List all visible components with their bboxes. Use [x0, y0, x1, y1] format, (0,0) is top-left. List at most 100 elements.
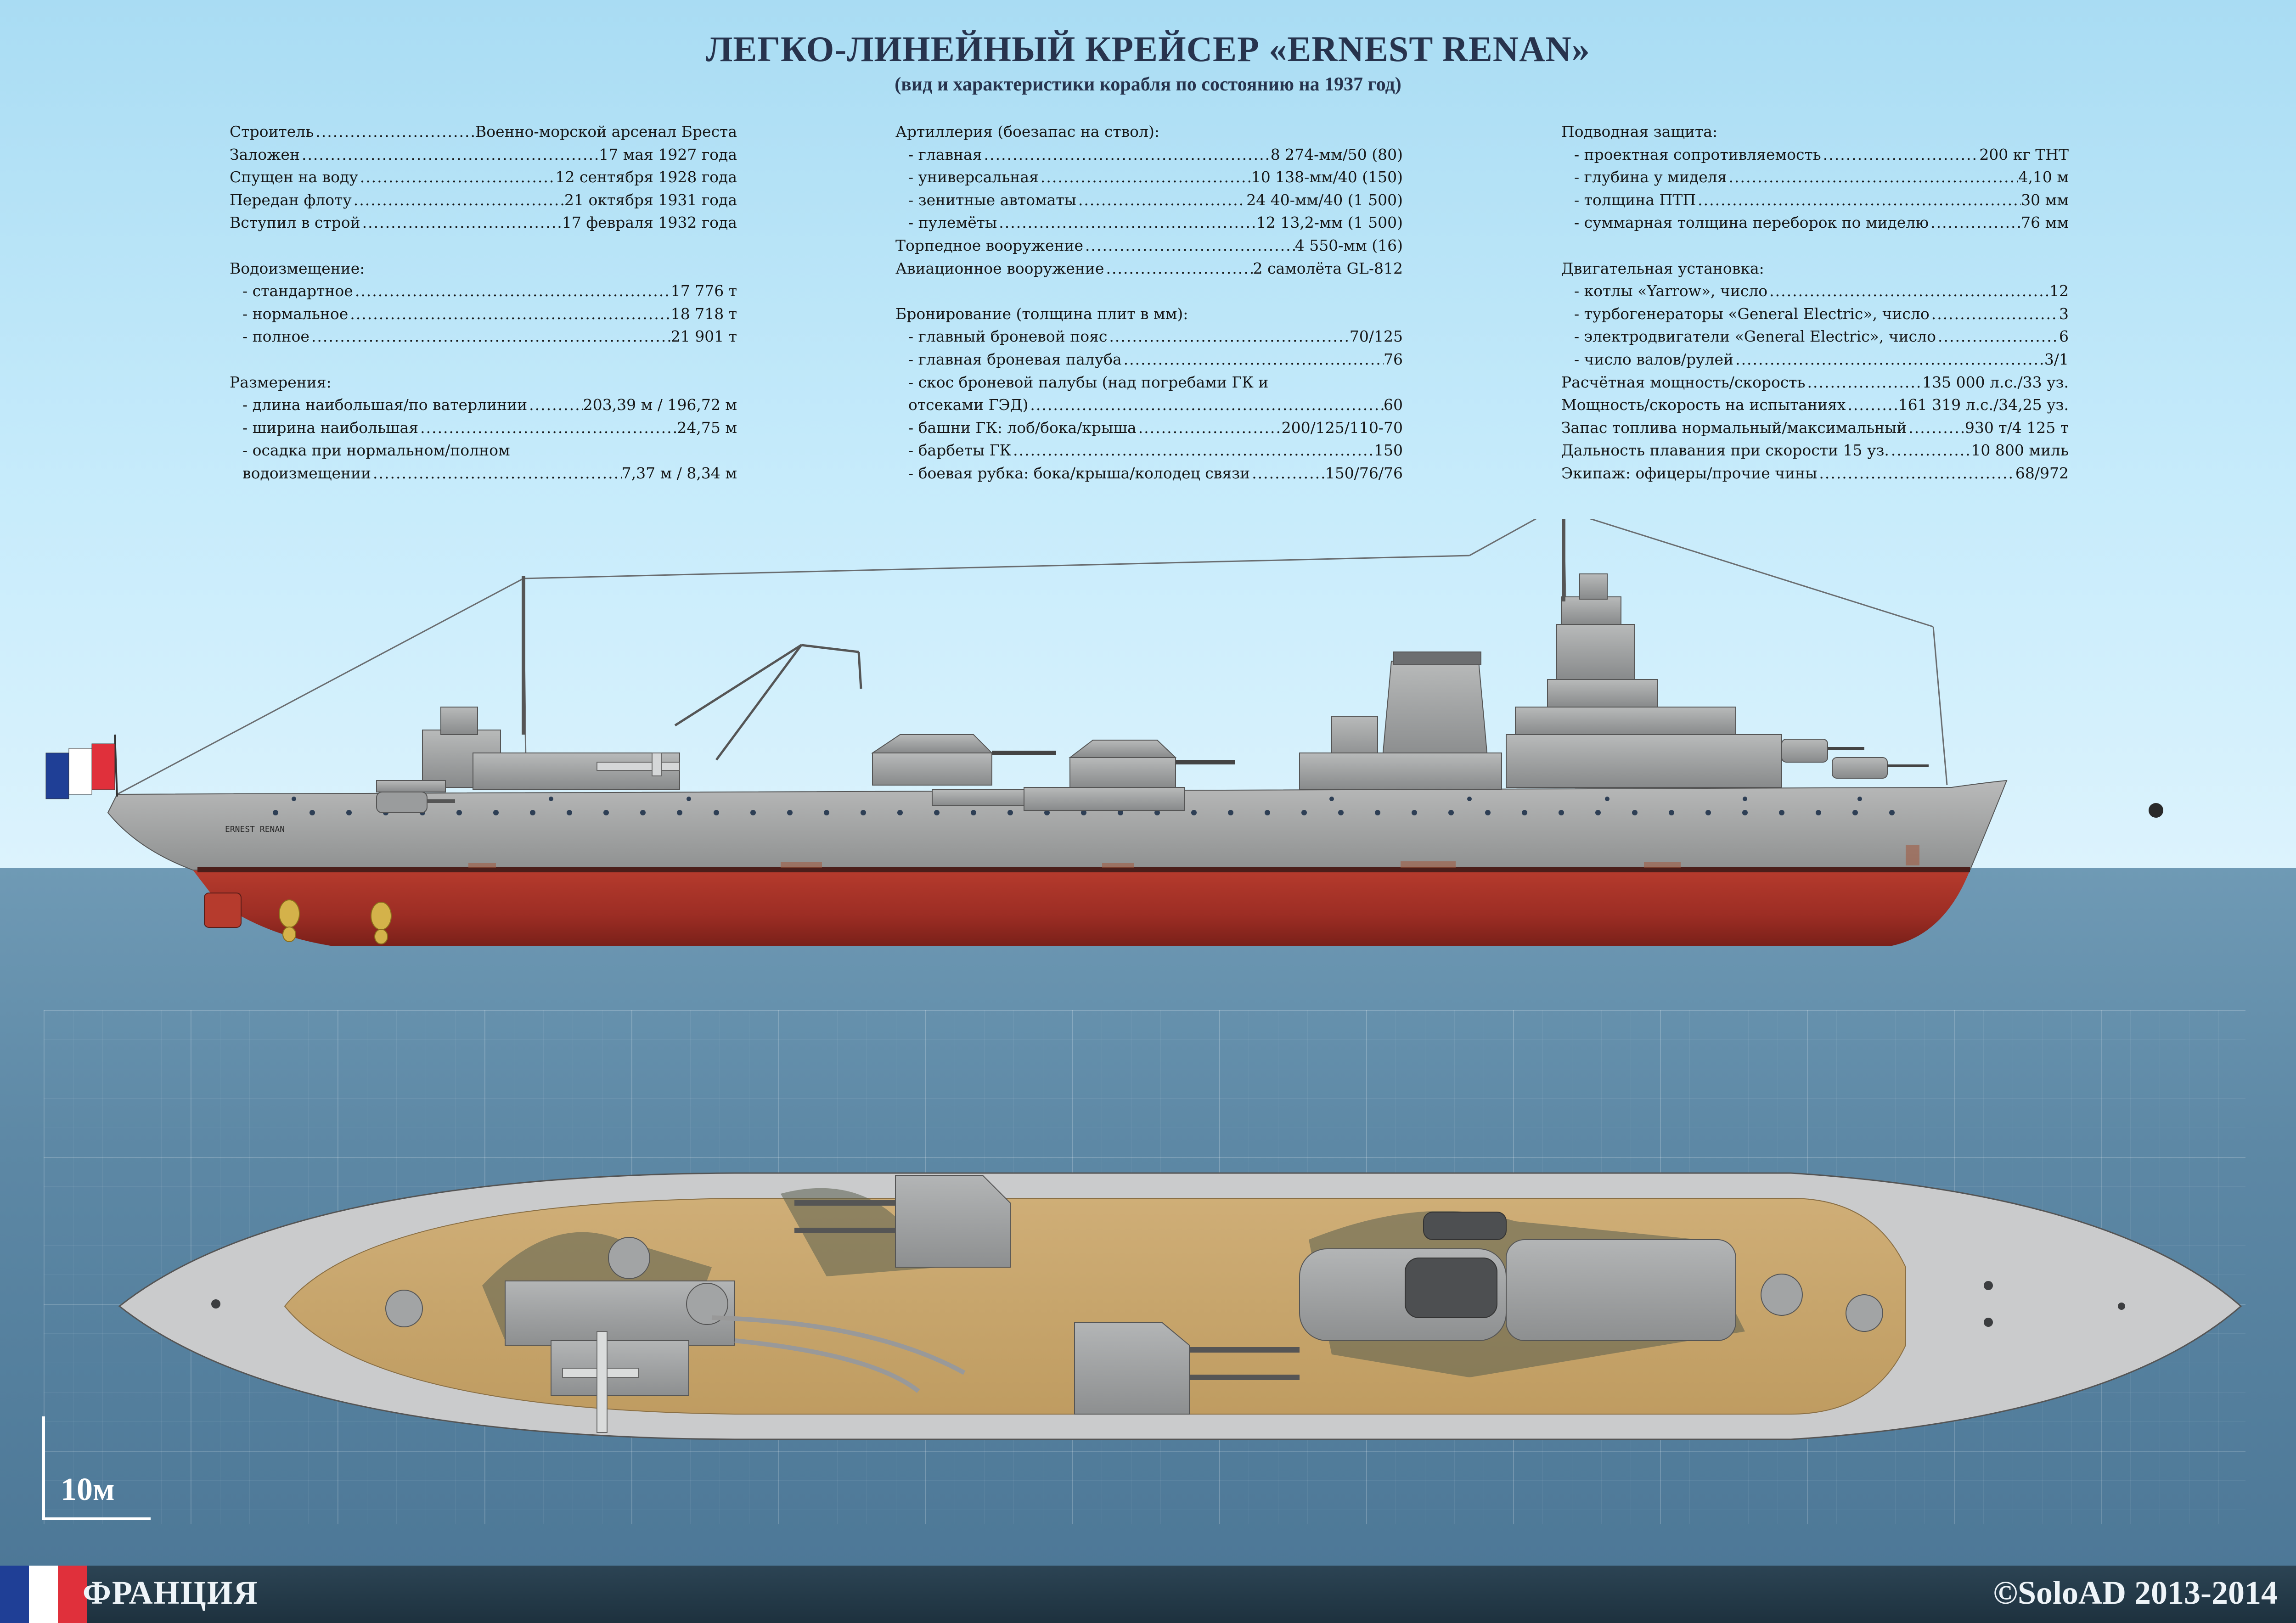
spec-leader-dots [1733, 348, 2044, 371]
spec-row: - электродвигатели «General Electric», ч… [1561, 325, 2069, 348]
spec-leader-dots [1727, 166, 2019, 189]
spec-leader-dots [358, 166, 556, 189]
hull-topside [107, 780, 2008, 870]
spec-row: Вступил в строй17 февраля 1932 года [230, 211, 737, 234]
rudder [204, 893, 242, 928]
spec-value: 60 [1384, 396, 1403, 414]
hull-name: ERNEST RENAN [225, 825, 285, 834]
spec-leader-dots [1806, 371, 1923, 394]
forward-gun-barrels [1828, 747, 1929, 767]
spec-label: Водоизмещение: [230, 259, 365, 277]
spec-label: - боевая рубка: бока/крыша/колодец связи [908, 464, 1250, 482]
propellers [279, 899, 392, 944]
aft-superstructure [376, 707, 680, 792]
spec-leader-dots [1696, 189, 2021, 212]
anchor-icon [2149, 803, 2163, 818]
spec-row: водоизмещении 7,37 м / 8,34 м [230, 462, 737, 485]
spec-value: 10 800 миль [1971, 441, 2069, 460]
spec-value: 12 13,2-мм (1 500) [1256, 213, 1403, 232]
spec-label: Подводная защита: [1561, 123, 1718, 140]
spec-value: 4 550-мм (16) [1294, 236, 1403, 254]
spec-value: 200 кг ТНТ [1979, 145, 2069, 163]
spec-label: - длина наибольшая/по ватерлинии [242, 396, 528, 414]
spec-row: Подводная защита: [1561, 120, 2069, 143]
forward-secondary-turrets [1781, 739, 1888, 779]
specs-column-machinery: Подводная защита:- проектная сопротивляе… [1561, 120, 2069, 485]
spec-row: - боевая рубка: бока/крыша/колодец связи… [895, 462, 1403, 485]
spec-leader-dots [300, 143, 599, 166]
specs-column-armament: Артиллерия (боезапас на ствол):- главная… [895, 120, 1403, 485]
plan-catapult [711, 1315, 966, 1393]
spec-value: 2 самолёта GL-812 [1253, 259, 1403, 277]
spec-row: Бронирование (толщина плит в мм): [895, 303, 1403, 326]
spec-value: 930 т/4 125 т [1964, 418, 2069, 437]
spec-leader-dots [418, 416, 677, 439]
spec-leader-dots [1889, 439, 1971, 462]
spec-label: - суммарная толщина переборок по миделю [1574, 213, 1929, 232]
spec-label: - котлы «Yarrow», число [1574, 282, 1768, 300]
spec-row: - турбогенераторы «General Electric», чи… [1561, 303, 2069, 326]
spec-label: Расчётная мощность/скорость [1561, 373, 1806, 391]
spec-label: водоизмещении [242, 464, 371, 482]
spec-value: 12 [2049, 282, 2069, 300]
plan-main-turrets [895, 1175, 1190, 1415]
spec-leader-dots [1137, 416, 1282, 439]
spec-value: 24 40-мм/40 (1 500) [1246, 191, 1403, 209]
spec-row: - пулемёты 12 13,2-мм (1 500) [895, 211, 1403, 234]
page-subtitle: (вид и характеристики корабля по состоян… [895, 74, 1401, 95]
spec-label: Спущен на воду [230, 168, 358, 186]
spec-row: - зенитные автоматы 24 40-мм/40 (1 500) [895, 189, 1403, 212]
spec-value: 8 274-мм/50 (80) [1270, 145, 1403, 163]
spec-label: - зенитные автоматы [908, 191, 1076, 209]
spec-row: Водоизмещение: [230, 257, 737, 280]
spec-value: 7,37 м / 8,34 м [621, 464, 737, 482]
spec-label: Размерения: [230, 373, 332, 391]
spec-label: Бронирование (толщина плит в мм): [895, 304, 1188, 323]
spec-row: - скос броневой палубы (над погребами ГК… [895, 371, 1403, 394]
footer-bar [0, 1566, 2296, 1623]
spec-label: Артиллерия (боезапас на ствол): [895, 123, 1160, 140]
spec-label: - барбеты ГК [908, 441, 1012, 460]
spec-leader-dots [310, 325, 671, 348]
spec-label: - осадка при нормальном/полном [242, 441, 510, 460]
spec-value: 70/125 [1349, 327, 1403, 346]
spec-label: Вступил в строй [230, 213, 360, 232]
spec-value: 21 октября 1931 года [564, 191, 737, 209]
spec-value: Военно-морской арсенал Бреста [475, 123, 737, 140]
spec-label: - пулемёты [908, 213, 997, 232]
spec-label: Дальность плавания при скорости 15 уз. [1561, 441, 1889, 460]
spec-row: - универсальная10 138-мм/40 (150) [895, 166, 1403, 189]
spec-row: - стандартное17 776 т [230, 280, 737, 303]
portholes [273, 797, 1895, 815]
spec-label: Мощность/скорость на испытаниях [1561, 396, 1846, 414]
spec-leader-dots [1122, 348, 1384, 371]
spec-row: отсеками ГЭД)60 [895, 393, 1403, 416]
spec-label: - электродвигатели «General Electric», ч… [1574, 327, 1936, 346]
spec-row: - барбеты ГК150 [895, 439, 1403, 462]
spec-row: - толщина ПТП30 мм [1561, 189, 2069, 212]
france-flag-icon [0, 1566, 87, 1623]
spec-value: 4,10 м [2018, 168, 2069, 186]
spec-row: - башни ГК: лоб/бока/крыша200/125/110-70 [895, 416, 1403, 439]
spec-label: - скос броневой палубы (над погребами ГК… [908, 373, 1269, 391]
spec-leader-dots [1846, 393, 1898, 416]
spec-leader-dots [1011, 439, 1374, 462]
spec-row: - длина наибольшая/по ватерлинии203,39 м… [230, 393, 737, 416]
spec-label: Экипаж: офицеры/прочие чины [1561, 464, 1818, 482]
spec-label: Заложен [230, 145, 300, 163]
spec-leader-dots [1028, 393, 1384, 416]
plan-funnels [1405, 1212, 1507, 1318]
spec-value: 18 718 т [670, 304, 737, 323]
spec-row: - суммарная толщина переборок по миделю7… [1561, 211, 2069, 234]
spec-leader-dots [352, 189, 564, 212]
spec-row: Заложен17 мая 1927 года [230, 143, 737, 166]
spec-value: 10 138-мм/40 (150) [1251, 168, 1403, 186]
footer-country: ФРАНЦИЯ [83, 1574, 259, 1611]
funnels [1299, 651, 1502, 790]
spec-label: - главный броневой пояс [908, 327, 1108, 346]
spec-leader-dots [982, 143, 1271, 166]
spec-leader-dots [1930, 303, 2059, 326]
plan-main-guns [794, 1200, 1300, 1380]
spec-leader-dots [1767, 280, 2049, 303]
hull-underwater [193, 870, 1970, 946]
